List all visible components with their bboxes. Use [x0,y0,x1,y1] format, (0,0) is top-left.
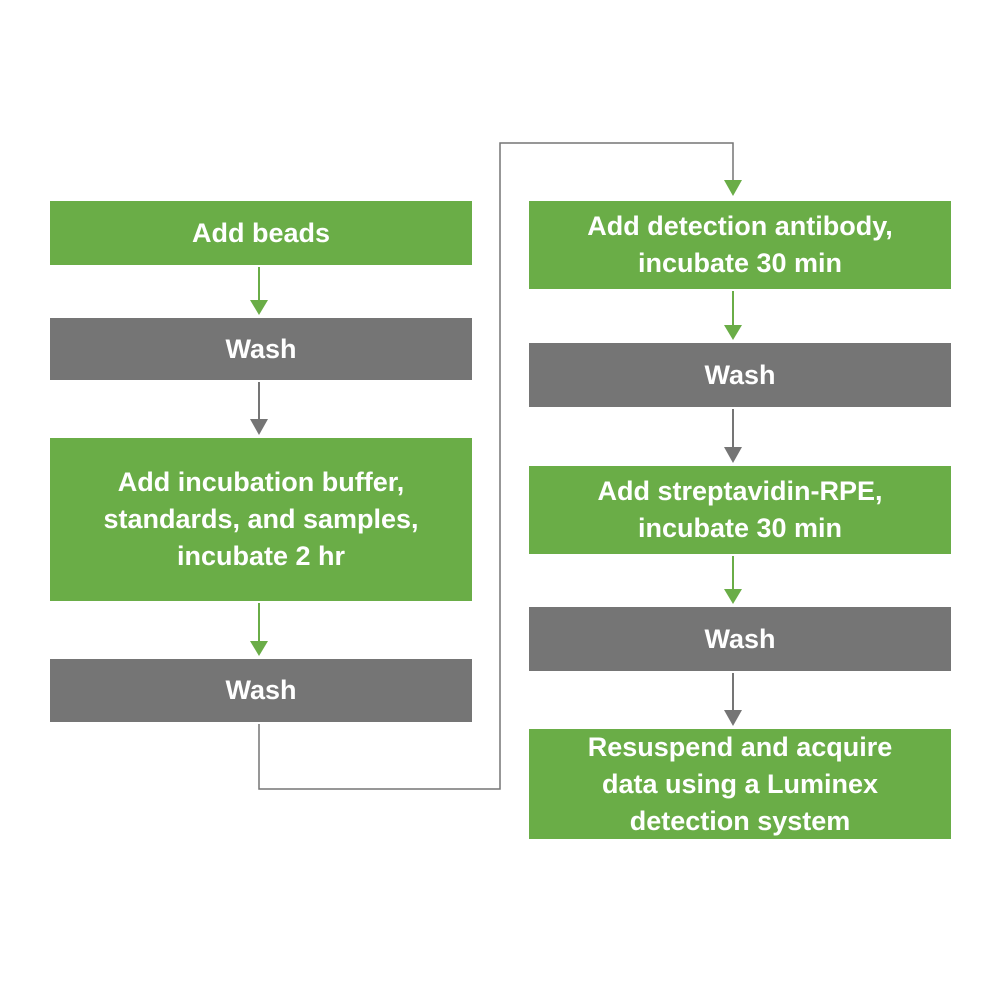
step-wash-2: Wash [50,659,472,722]
step-wash-1: Wash [50,318,472,380]
arrow-detection-to-wash [724,291,742,340]
arrow-streptavidin-to-wash [724,556,742,604]
connector-to-right-column [258,142,742,790]
step-wash-4: Wash [529,607,951,671]
step-add-detection-antibody: Add detection antibody, incubate 30 min [529,201,951,289]
step-add-streptavidin-rpe: Add streptavidin-RPE, incubate 30 min [529,466,951,554]
arrow-incubation-to-wash [250,603,268,656]
arrow-wash-to-incubation [250,382,268,435]
step-add-beads: Add beads [50,201,472,265]
arrow-beads-to-wash [250,267,268,315]
arrow-wash-to-streptavidin [724,409,742,463]
step-wash-3: Wash [529,343,951,407]
arrow-wash-to-resuspend [724,673,742,726]
step-resuspend-acquire: Resuspend and acquire data using a Lumin… [529,729,951,839]
step-add-incubation-buffer: Add incubation buffer, standards, and sa… [50,438,472,601]
